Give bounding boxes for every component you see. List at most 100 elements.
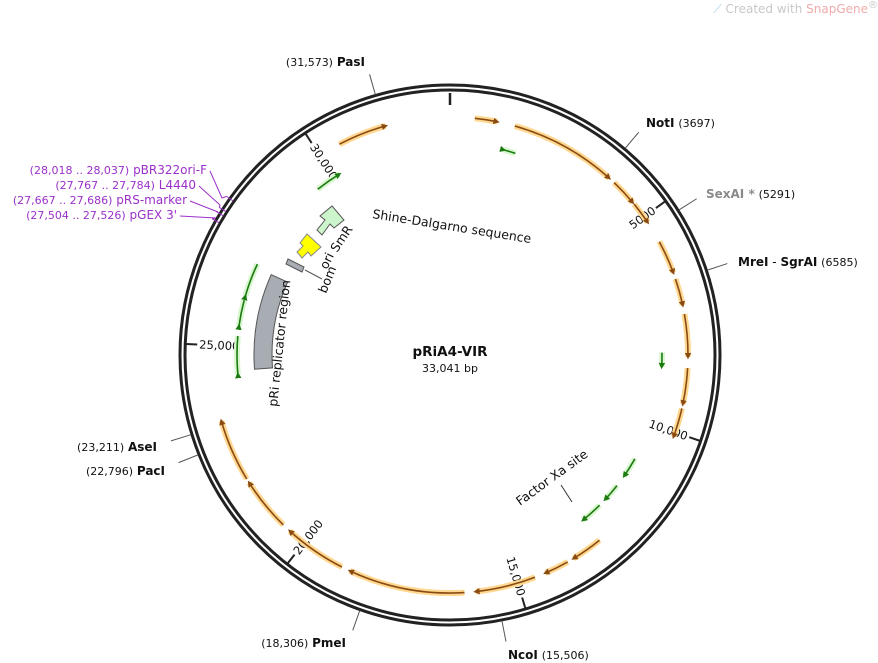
orange-feature-arrow <box>674 278 686 308</box>
site-mrei[interactable]: MreI - SgrAI (6585) <box>707 255 858 271</box>
site-leader <box>178 454 199 464</box>
primer-pgex3[interactable]: (27,504 .. 27,526) pGEX 3' <box>26 208 220 224</box>
plasmid-backbone <box>178 83 722 627</box>
primer-label: (28,018 .. 28,037) pBR322ori-F <box>30 163 207 177</box>
primer-mark <box>211 218 220 224</box>
snapgene-watermark: ⟋ Created with SnapGene® <box>713 0 878 16</box>
bom-leader <box>304 269 323 280</box>
green-feature-arrow <box>235 299 245 331</box>
site-leader <box>501 620 507 642</box>
green-feature[interactable] <box>581 503 602 523</box>
site-label: (22,796) PacI <box>86 464 165 478</box>
orange-feature-arrow <box>633 203 650 225</box>
orange-feature[interactable] <box>287 528 344 570</box>
orange-feature-glow <box>218 420 250 481</box>
orange-feature[interactable] <box>656 240 677 276</box>
green-feature[interactable] <box>241 262 261 301</box>
site-pasi[interactable]: (31,573) PasI <box>286 55 376 95</box>
site-asei[interactable]: (23,211) AseI <box>77 434 192 454</box>
green-feature[interactable] <box>621 457 638 479</box>
orange-feature[interactable] <box>631 202 651 225</box>
orange-feature[interactable] <box>218 418 250 481</box>
tick-mark <box>655 200 666 209</box>
orange-feature[interactable] <box>513 123 612 181</box>
plasmid-center-label: pRiA4-VIR 33,041 bp <box>412 344 488 375</box>
site-leader <box>352 610 361 631</box>
primer-leader <box>179 215 217 220</box>
orange-feature[interactable] <box>670 407 685 440</box>
smr-label: SmR <box>327 222 356 255</box>
tick-label: 10,000 <box>647 417 690 443</box>
green-feature[interactable] <box>499 145 517 157</box>
site-sexai[interactable]: SexAI * (5291) <box>678 187 795 211</box>
smr-arrow <box>316 205 345 236</box>
tick-mark <box>304 133 313 144</box>
orange-feature-arrow <box>514 125 612 180</box>
plasmid-name: pRiA4-VIR <box>412 344 488 360</box>
site-ncoi[interactable]: NcoI (15,506) <box>501 620 589 662</box>
orange-feature-arrow <box>571 539 601 560</box>
orange-feature[interactable] <box>347 568 465 597</box>
green-feature-arrow <box>581 504 601 522</box>
backbone-inner-ring <box>183 88 717 622</box>
site-label: MreI - SgrAI (6585) <box>738 255 858 269</box>
primer-label: (27,767 .. 27,784) L4440 <box>55 178 196 192</box>
plasmid-length: 33,041 bp <box>422 362 478 375</box>
site-label: NotI (3697) <box>646 116 715 130</box>
green-feature-arrow <box>317 172 342 190</box>
primer-mark <box>226 195 234 202</box>
primer-pbr322orif[interactable]: (28,018 .. 28,037) pBR322ori-F <box>30 163 234 202</box>
primer-mark <box>218 206 227 213</box>
orange-feature[interactable] <box>679 367 691 407</box>
orange-feature[interactable] <box>571 537 602 561</box>
orange-feature-arrow <box>247 480 284 526</box>
green-feature[interactable] <box>315 171 342 192</box>
site-label: SexAI * (5291) <box>706 187 795 201</box>
pri-replicator-region[interactable]: pRi replicator region <box>253 274 293 408</box>
orange-feature-arrow <box>658 241 675 276</box>
orange-feature-arrow <box>219 418 248 480</box>
green-feature[interactable] <box>233 335 242 379</box>
orange-feature-arrow <box>473 576 536 595</box>
orange-feature[interactable] <box>543 559 570 576</box>
site-pmei[interactable]: (18,306) PmeI <box>261 610 361 650</box>
orange-feature[interactable] <box>612 180 635 205</box>
orange-feature[interactable] <box>681 313 692 360</box>
factor-xa-leader <box>560 484 573 503</box>
tick-mark <box>521 597 527 609</box>
site-leader <box>170 434 192 442</box>
primer-l4440[interactable]: (27,767 .. 27,784) L4440 <box>55 178 227 213</box>
orange-feature[interactable] <box>246 480 286 528</box>
shine-dalgarno-annotation[interactable]: Shine-Dalgarno sequence <box>372 206 533 246</box>
green-feature-arrow <box>235 335 242 379</box>
ori-feature[interactable]: ori <box>296 233 337 271</box>
orange-feature-arrow <box>339 123 389 145</box>
green-feature-arrow <box>622 458 636 479</box>
orange-feature-arrow <box>683 313 692 360</box>
site-leader <box>678 198 697 211</box>
primer-prsmarker[interactable]: (27,667 .. 27,686) pRS-marker <box>13 193 224 217</box>
primer-leader <box>209 170 227 199</box>
orange-feature-arrow <box>347 569 465 594</box>
site-paci[interactable]: (22,796) PacI <box>86 454 199 478</box>
orange-feature-arrow <box>671 408 683 440</box>
site-noti[interactable]: NotI (3697) <box>624 116 715 149</box>
orange-feature-arrow <box>613 182 635 205</box>
ori-label: ori <box>316 250 337 271</box>
smr-feature[interactable]: SmR <box>316 205 356 255</box>
green-feature[interactable] <box>602 483 620 502</box>
bom-label: bom <box>315 264 339 295</box>
orange-feature[interactable] <box>474 115 500 125</box>
pri-region-arc <box>253 274 289 370</box>
site-leader <box>707 263 728 271</box>
green-feature[interactable] <box>235 299 248 331</box>
orange-feature[interactable] <box>338 123 389 147</box>
backbone-outer-ring <box>178 83 722 627</box>
orange-feature[interactable] <box>473 574 537 595</box>
green-feature-arrow <box>241 263 259 301</box>
orange-feature[interactable] <box>672 278 686 308</box>
factor-xa-annotation[interactable]: Factor Xa site <box>513 446 591 508</box>
site-label: NcoI (15,506) <box>508 648 589 662</box>
primer-label: (27,504 .. 27,526) pGEX 3' <box>26 208 177 222</box>
